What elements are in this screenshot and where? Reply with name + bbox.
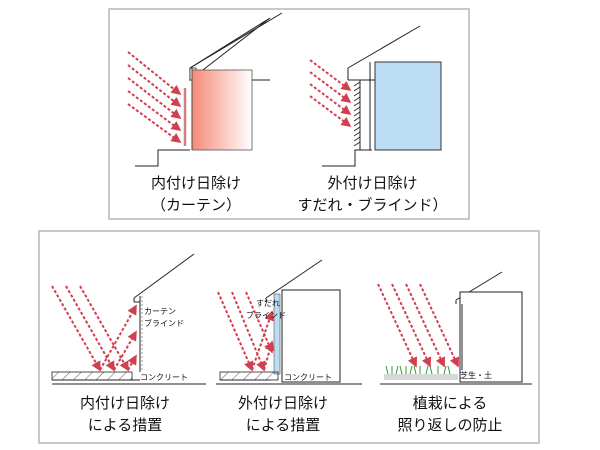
caption-inner-measure: 内付け日除け による措置	[60, 392, 190, 436]
sun-ray-arrows	[309, 59, 352, 127]
label-curtain: カーテン	[144, 307, 176, 316]
bottom-comparison-panel: カーテン ブラインド コンクリート すだれ ブラインド コンクリート 芝生・土 …	[38, 230, 540, 444]
caption-line-2: （カーテン）	[150, 196, 241, 214]
caption-line-1: 内付け日除け	[79, 394, 170, 412]
label-concrete: コンクリート	[140, 373, 188, 382]
bottom-diagram-svg: カーテン ブラインド コンクリート すだれ ブラインド コンクリート 芝生・土	[51, 253, 532, 385]
label-lawn-soil: 芝生・土	[460, 370, 492, 380]
caption-line-2: 照り返しの防止	[397, 416, 503, 434]
top-diagram-svg	[127, 12, 442, 167]
scene-inner-shade	[51, 253, 206, 385]
scene-planting	[377, 271, 532, 385]
caption-line-1: 外付け日除け	[327, 174, 418, 192]
caption-line-1: 外付け日除け	[237, 394, 328, 412]
sun-ray-arrows	[51, 285, 137, 372]
caption-planting: 植栽による 照り返しの防止	[380, 392, 520, 436]
caption-inner-shade: 内付け日除け （カーテン）	[136, 172, 256, 216]
grass	[385, 365, 451, 375]
concrete-hatch	[219, 371, 279, 381]
caption-line-2: による措置	[87, 416, 163, 434]
label-blind: ブラインド	[144, 318, 184, 328]
sun-ray-arrows	[377, 283, 460, 368]
sun-ray-arrows	[127, 51, 182, 143]
window-shade	[353, 81, 361, 147]
caption-outer-measure: 外付け日除け による措置	[218, 392, 348, 436]
label-blind: ブラインド	[246, 310, 286, 320]
caption-outer-shade: 外付け日除け すだれ・ブラインド）	[285, 172, 460, 216]
concrete-hatch	[51, 371, 133, 381]
label-sudare: すだれ	[256, 299, 280, 308]
label-concrete: コンクリート	[284, 373, 332, 382]
scene-outer-shade	[216, 259, 362, 385]
sun-ray-arrows	[217, 291, 275, 372]
house-inner-shade	[127, 12, 283, 167]
top-comparison-panel: 内付け日除け （カーテン） 外付け日除け すだれ・ブラインド）	[108, 8, 470, 220]
caption-line-1: 内付け日除け	[150, 174, 241, 192]
caption-line-2: による措置	[245, 416, 321, 434]
caption-line-2: すだれ・ブラインド）	[297, 196, 448, 214]
house-outer-shade	[309, 25, 442, 167]
caption-line-1: 植栽による	[412, 394, 488, 412]
